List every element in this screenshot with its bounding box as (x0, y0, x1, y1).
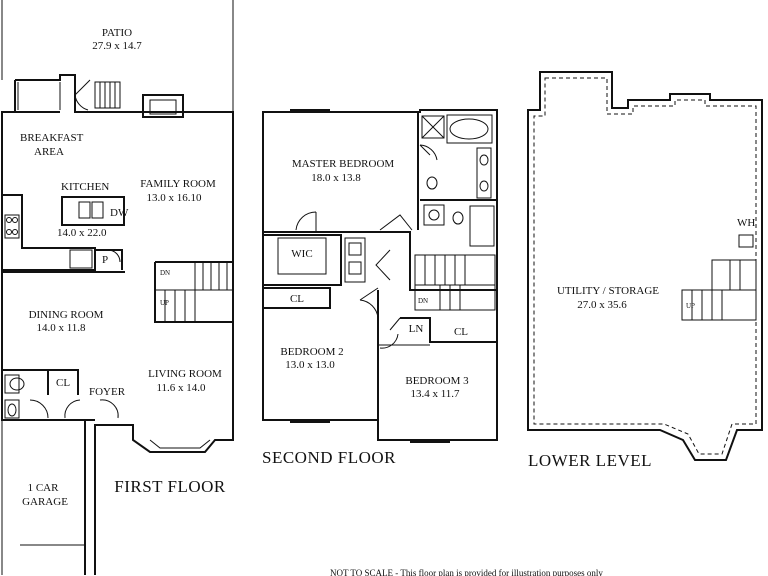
garage-label-line1: 1 CAR (28, 482, 60, 494)
lower-level-plan: UP (527, 71, 763, 461)
water-heater-label: WH (737, 217, 755, 229)
second-floor-title: SECOND FLOOR (262, 448, 396, 467)
kitchen-size: 14.0 x 22.0 (57, 227, 107, 239)
closet-label: CL (56, 377, 70, 389)
closet-label-b3: CL (454, 326, 468, 338)
patio-size: 27.9 x 14.7 (92, 40, 142, 52)
foyer-label: FOYER (89, 386, 126, 398)
dishwasher-label: DW (110, 207, 129, 219)
pantry-label: P (102, 254, 108, 266)
footer-note: NOT TO SCALE - This floor plan is provid… (330, 568, 603, 576)
family-room-size: 13.0 x 16.10 (147, 192, 203, 204)
bedroom-2-label: BEDROOM 2 (280, 346, 343, 358)
breakfast-label-line1: BREAKFAST (20, 132, 84, 144)
master-bedroom-size: 18.0 x 13.8 (311, 172, 361, 184)
first-floor-plan: DN UP (1, 0, 234, 575)
svg-text:UP: UP (686, 302, 695, 310)
closet-label-b2: CL (290, 293, 304, 305)
lower-level-title: LOWER LEVEL (528, 451, 652, 470)
master-bedroom-label: MASTER BEDROOM (292, 158, 395, 170)
svg-text:DN: DN (160, 269, 170, 277)
living-room-size: 11.6 x 14.0 (156, 382, 206, 394)
svg-text:UP: UP (160, 299, 169, 307)
first-floor-title: FIRST FLOOR (114, 477, 226, 496)
dining-room-size: 14.0 x 11.8 (36, 322, 86, 334)
family-room-label: FAMILY ROOM (140, 178, 216, 190)
second-floor-plan: DN (262, 109, 498, 443)
patio-label: PATIO (102, 27, 132, 39)
linen-label: LN (409, 323, 424, 335)
breakfast-label-line2: AREA (34, 146, 64, 158)
svg-text:DN: DN (418, 297, 428, 305)
garage-label-line2: GARAGE (22, 496, 68, 508)
living-room-label: LIVING ROOM (148, 368, 222, 380)
bedroom-2-size: 13.0 x 13.0 (285, 359, 335, 371)
dining-room-label: DINING ROOM (29, 309, 104, 321)
utility-storage-size: 27.0 x 35.6 (577, 299, 627, 311)
utility-storage-label: UTILITY / STORAGE (557, 285, 659, 297)
kitchen-label: KITCHEN (61, 181, 109, 193)
wic-label: WIC (291, 248, 312, 260)
bedroom-3-size: 13.4 x 11.7 (410, 388, 460, 400)
bedroom-3-label: BEDROOM 3 (405, 375, 469, 387)
